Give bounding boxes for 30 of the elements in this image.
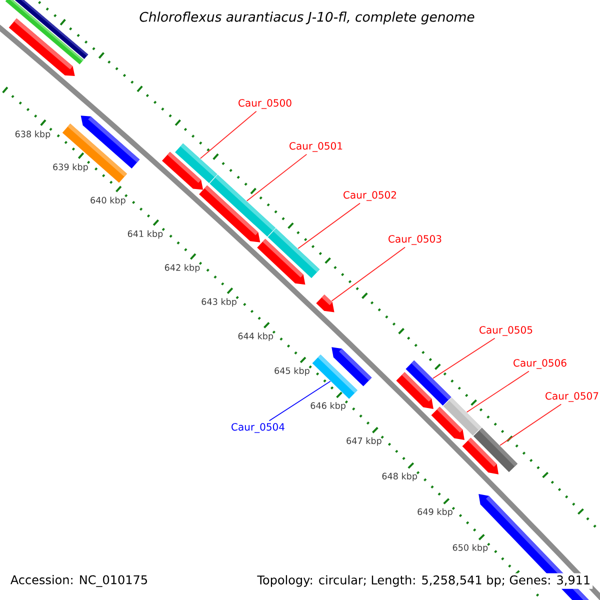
gene-label: Caur_0502 <box>344 191 396 201</box>
footer-text: Topology: circular; Length: 5,258,541 bp; Genes: 3,911 <box>255 573 593 589</box>
tick-label: 638 kbp <box>15 130 50 140</box>
tick-label: 643 kbp <box>202 298 236 307</box>
tick-label: 649 kbp <box>418 508 452 517</box>
tick-label: 640 kbp <box>90 196 126 206</box>
leader-line <box>500 404 562 446</box>
gene-label: Caur_0501 <box>290 142 342 152</box>
gene-feature <box>316 294 334 312</box>
tick-label: 646 kbp <box>310 402 346 411</box>
gene-label: Caur_0504 <box>232 423 284 433</box>
leader-line <box>246 154 308 202</box>
gene-label: Caur_0503 <box>388 235 442 245</box>
tick-label: 641 kbp <box>128 230 163 239</box>
leader-line <box>298 202 360 249</box>
footer-text: Accession: NC_010175 <box>8 573 150 589</box>
leader-line <box>331 246 406 302</box>
tick-label: 650 kbp <box>452 544 488 553</box>
gene-label: Caur_0506 <box>514 359 566 369</box>
title: Chloroflexus aurantiacus J-10-fl, complete genome <box>140 12 474 24</box>
tick-label: 642 kbp <box>164 264 200 273</box>
gene-label: Caur_0500 <box>238 99 292 109</box>
leader-line <box>268 380 331 422</box>
tick-label: 644 kbp <box>238 332 274 342</box>
gene-label: Caur_0505 <box>480 326 532 336</box>
tick-label: 639 kbp <box>53 163 88 172</box>
tick-label: 648 kbp <box>382 472 418 482</box>
gene-label: Caur_0507 <box>546 392 598 402</box>
leader-line <box>200 110 257 159</box>
tick-label: 647 kbp <box>346 437 382 446</box>
